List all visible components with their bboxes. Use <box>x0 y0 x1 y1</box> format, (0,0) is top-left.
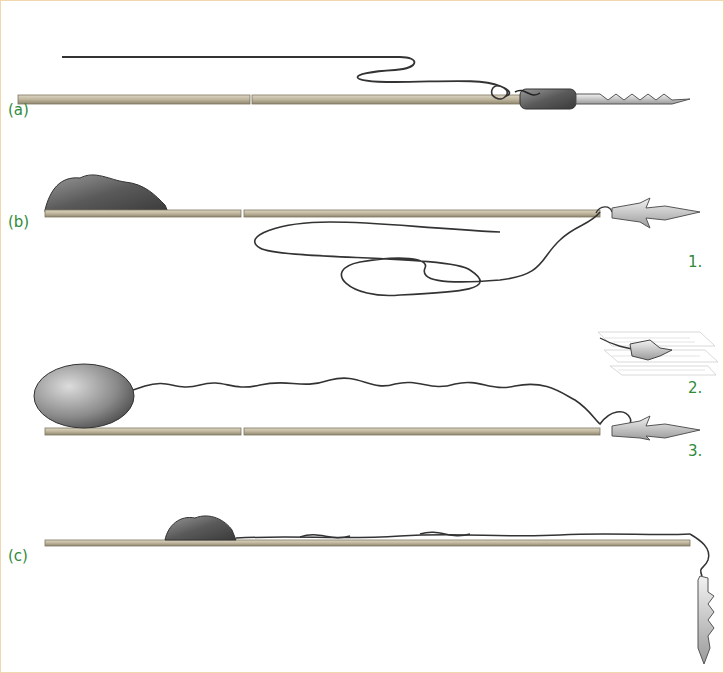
harpoon-c <box>690 534 709 576</box>
harpoon-b1 <box>244 210 600 217</box>
harpoon-a <box>18 95 250 104</box>
callout-label: 1. <box>688 254 702 271</box>
callout-label: (b) <box>8 214 29 231</box>
harpoon-b3 <box>244 428 600 435</box>
harpoon-a <box>492 86 508 99</box>
harpoon-a <box>520 89 576 109</box>
harpoon-c <box>165 516 236 540</box>
toggle-in-flesh <box>630 340 672 360</box>
toggle-in-flesh <box>605 338 705 370</box>
callout-label: 2. <box>688 380 702 397</box>
harpoon-b3 <box>133 378 631 428</box>
harpoon-c <box>45 540 690 546</box>
harpoon-a <box>62 57 509 96</box>
callout-label: (c) <box>8 548 28 565</box>
harpoon-a <box>515 90 540 95</box>
harpoon-a <box>18 57 690 109</box>
harpoon-b3 <box>45 428 241 435</box>
harpoon-b1 <box>45 175 700 296</box>
harpoon-b3 <box>34 364 700 440</box>
callout-label: (a) <box>8 102 29 119</box>
harpoon-c <box>698 576 714 664</box>
harpoon-b3 <box>612 416 700 440</box>
harpoon-b3 <box>34 364 134 428</box>
harpoon-b1 <box>45 210 241 217</box>
toggle-in-flesh <box>598 332 718 375</box>
harpoon-b1 <box>612 198 700 228</box>
harpoon-c <box>300 532 470 537</box>
harpoon-a <box>576 94 690 104</box>
callout-label: 3. <box>688 443 702 460</box>
toggle-in-flesh <box>598 332 718 375</box>
harpoon-c <box>45 516 714 664</box>
harpoon-b1 <box>45 175 168 212</box>
harpoon-b1 <box>255 212 600 296</box>
harpoon-b1 <box>596 207 612 213</box>
